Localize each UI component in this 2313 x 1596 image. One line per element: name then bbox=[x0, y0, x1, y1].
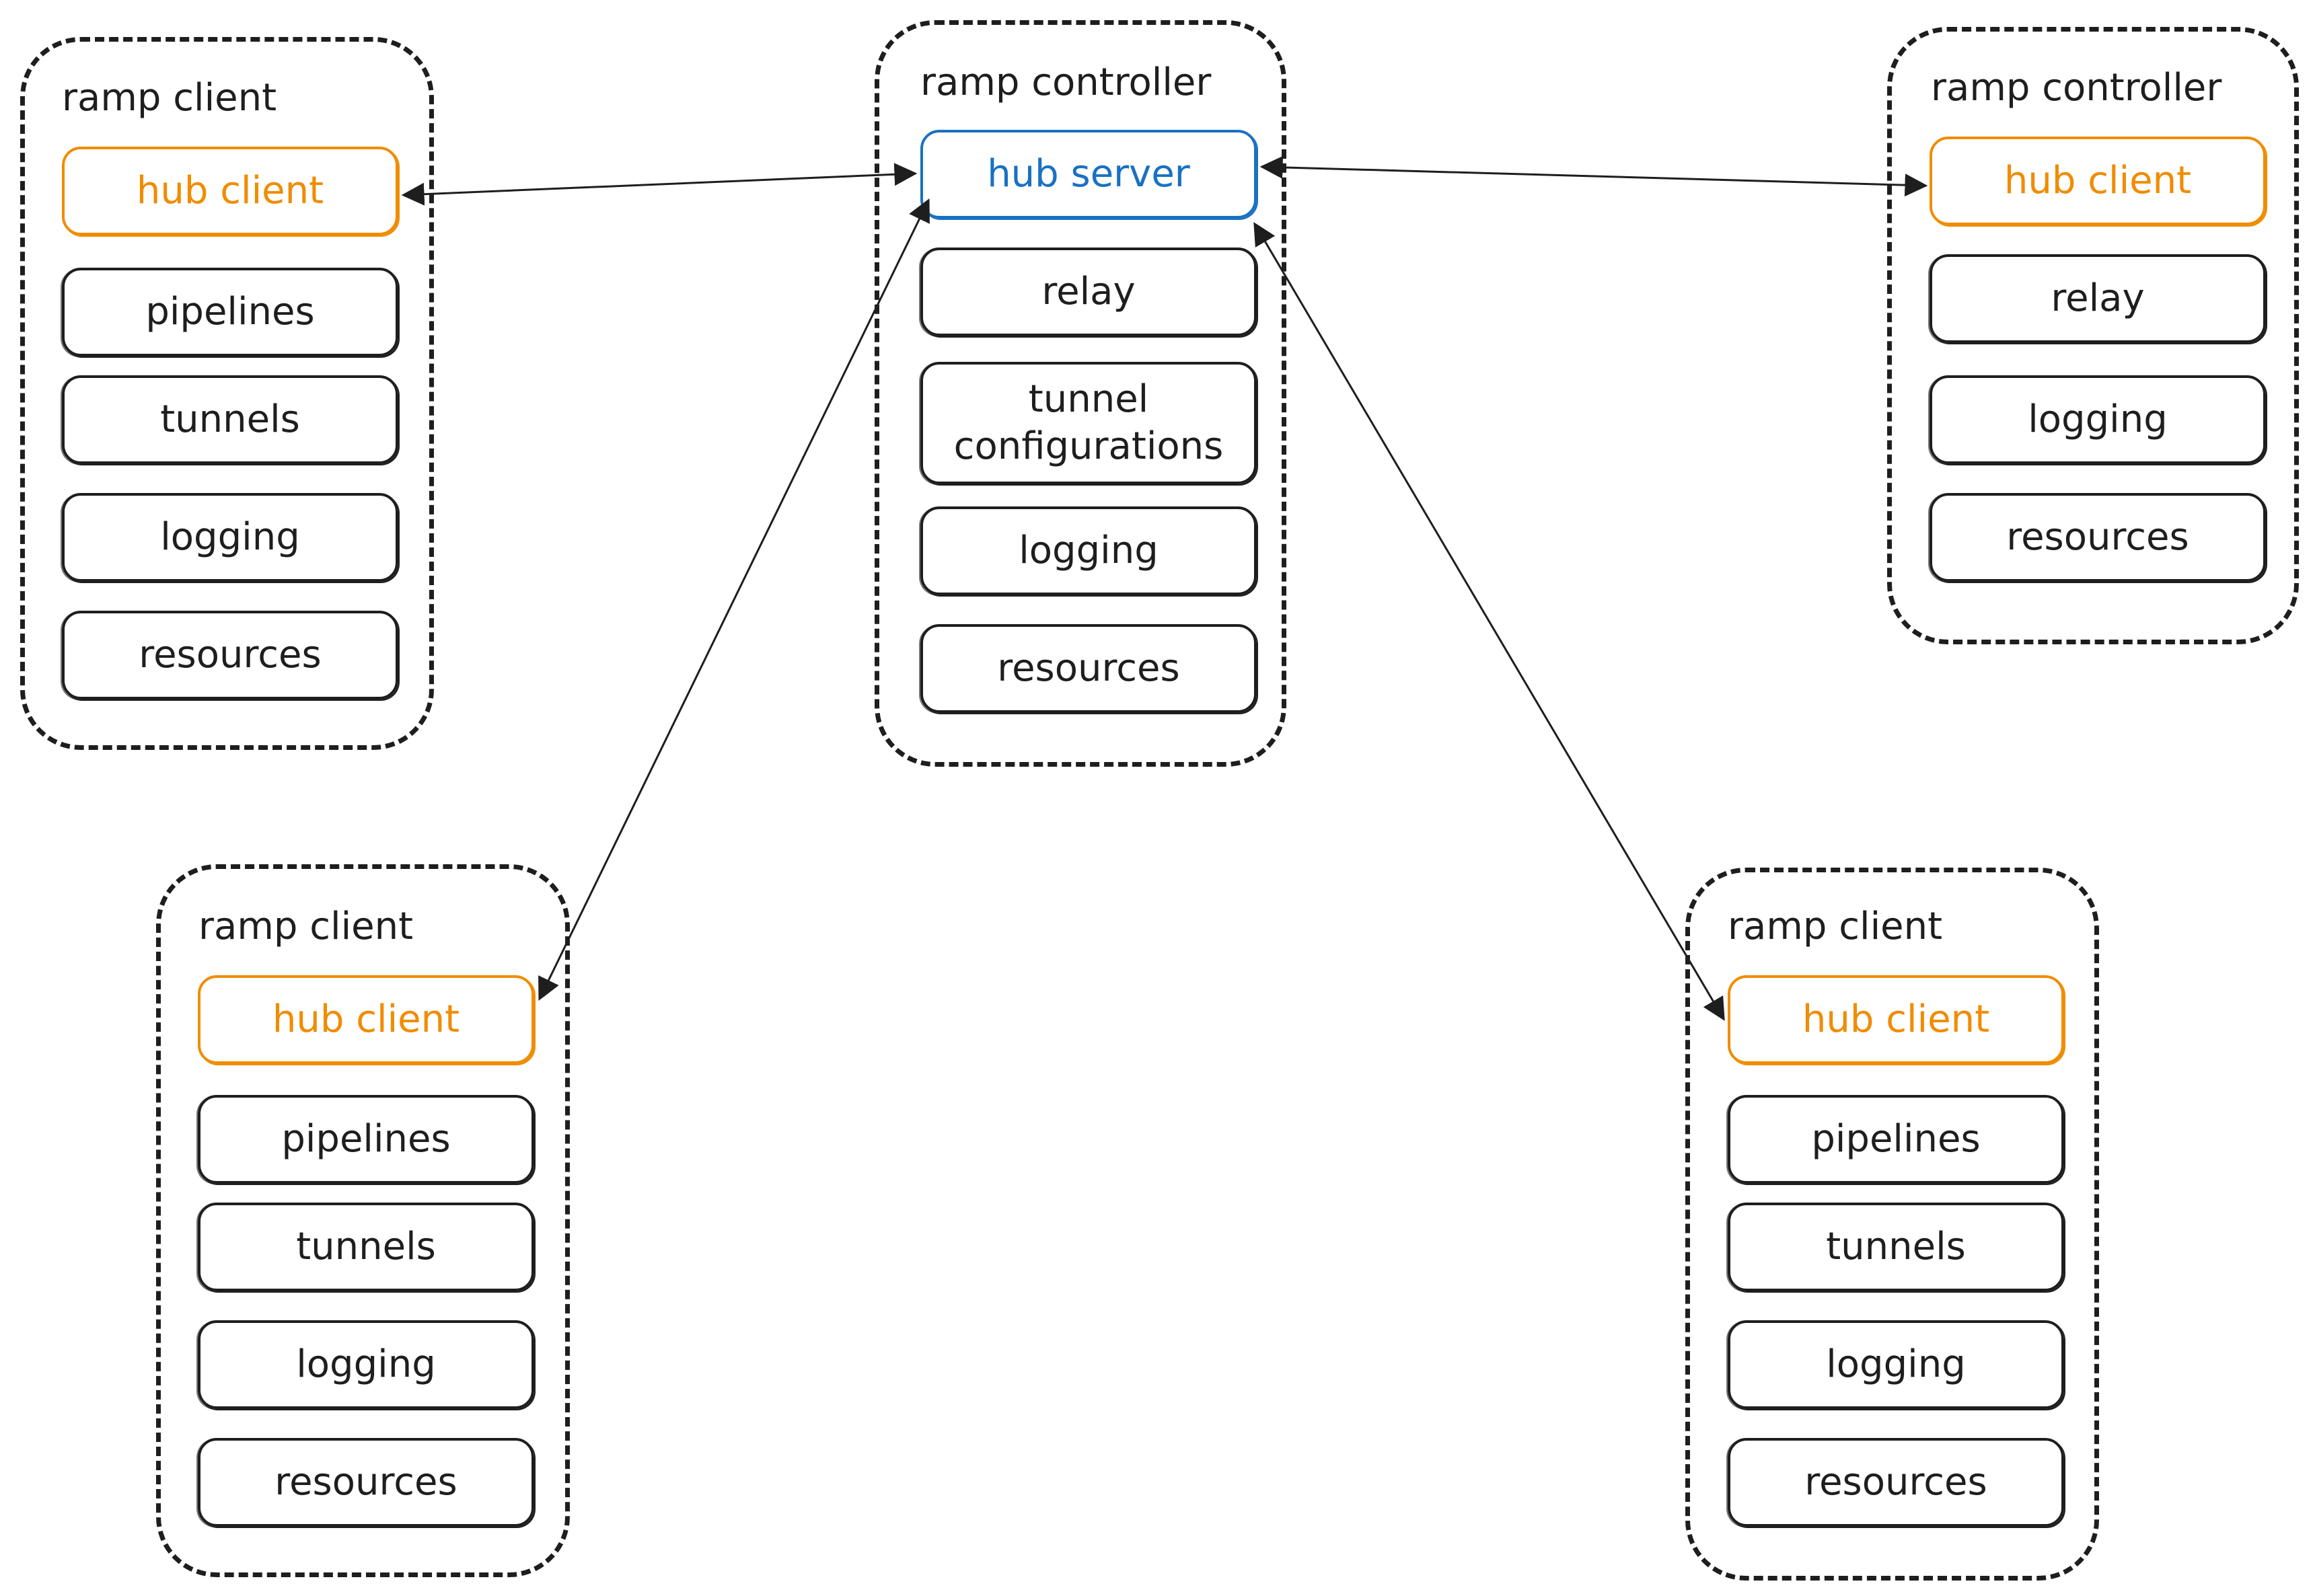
pipelines-box: pipelines bbox=[62, 268, 398, 356]
resources-box: resources bbox=[920, 624, 1257, 713]
hub-server-box: hub server bbox=[920, 130, 1257, 219]
group-ramp-client-bottom-right bbox=[1685, 868, 2099, 1581]
group-title: ramp client bbox=[62, 76, 277, 120]
logging-box: logging bbox=[1930, 375, 2266, 464]
logging-box: logging bbox=[62, 493, 398, 582]
group-ramp-client-top-left bbox=[20, 37, 434, 750]
group-ramp-client-bottom-left bbox=[156, 864, 570, 1577]
group-title: ramp controller bbox=[920, 61, 1212, 104]
logging-box: logging bbox=[920, 506, 1257, 595]
edge-server-to-bottom-right-client bbox=[1253, 222, 1725, 1021]
pipelines-box: pipelines bbox=[1728, 1095, 2064, 1184]
hub-client-box: hub client bbox=[1728, 975, 2064, 1064]
group-ramp-controller-right bbox=[1887, 27, 2299, 644]
edge-server-to-top-left-client bbox=[401, 163, 918, 206]
edge-server-to-bottom-left-client bbox=[538, 198, 930, 1001]
tunnels-box: tunnels bbox=[62, 375, 398, 464]
resources-box: resources bbox=[198, 1438, 534, 1527]
logging-box: logging bbox=[198, 1320, 534, 1409]
group-title: ramp client bbox=[198, 905, 414, 948]
tunnel-configurations-box: tunnel configurations bbox=[920, 362, 1257, 484]
relay-box: relay bbox=[920, 248, 1257, 336]
resources-box: resources bbox=[62, 611, 398, 699]
hub-client-box: hub client bbox=[1930, 137, 2266, 225]
edge-server-to-right-client bbox=[1259, 155, 1928, 197]
group-title: ramp client bbox=[1728, 905, 1943, 948]
tunnels-box: tunnels bbox=[198, 1203, 534, 1291]
resources-box: resources bbox=[1728, 1438, 2064, 1527]
tunnels-box: tunnels bbox=[1728, 1203, 2064, 1291]
hub-client-box: hub client bbox=[198, 975, 534, 1064]
relay-box: relay bbox=[1930, 254, 2266, 343]
hub-client-box: hub client bbox=[62, 147, 398, 235]
pipelines-box: pipelines bbox=[198, 1095, 534, 1184]
group-title: ramp controller bbox=[1931, 66, 2222, 110]
logging-box: logging bbox=[1728, 1320, 2064, 1409]
resources-box: resources bbox=[1930, 493, 2266, 582]
